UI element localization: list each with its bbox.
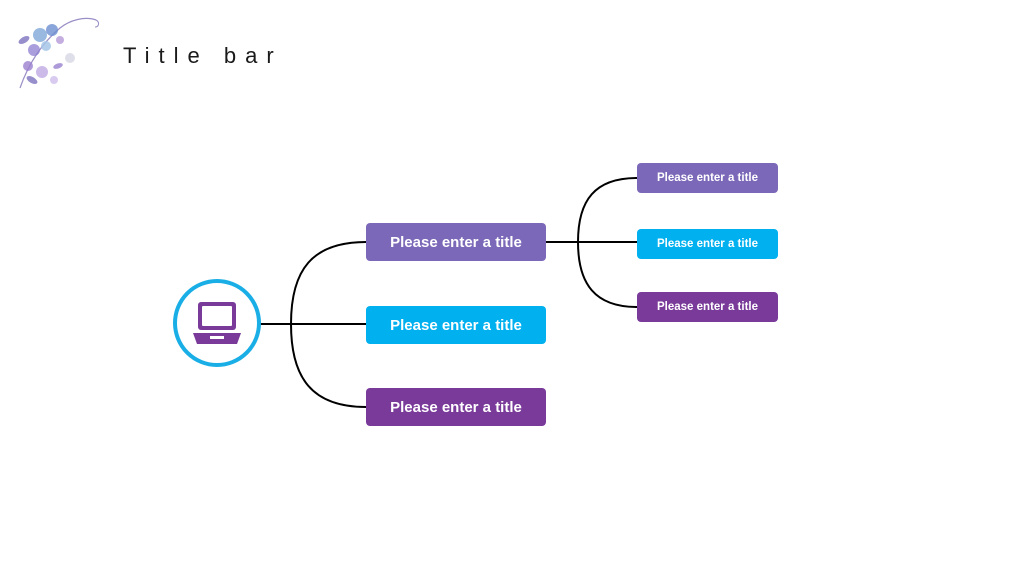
floral-decoration-icon <box>18 17 99 89</box>
sub-node-3[interactable]: Please enter a title <box>637 292 778 322</box>
branch-node-3[interactable]: Please enter a title <box>366 388 546 426</box>
slide-title: Title bar <box>123 43 283 68</box>
branch-node-1[interactable]: Please enter a title <box>366 223 546 261</box>
branch-node-2[interactable]: Please enter a title <box>366 306 546 344</box>
sub-node-1[interactable]: Please enter a title <box>637 163 778 193</box>
root-node <box>173 279 261 367</box>
sub-node-2[interactable]: Please enter a title <box>637 229 778 259</box>
laptop-icon <box>193 302 241 344</box>
connector-level1-bracket <box>289 241 367 408</box>
connector-level2-bracket <box>576 177 638 308</box>
